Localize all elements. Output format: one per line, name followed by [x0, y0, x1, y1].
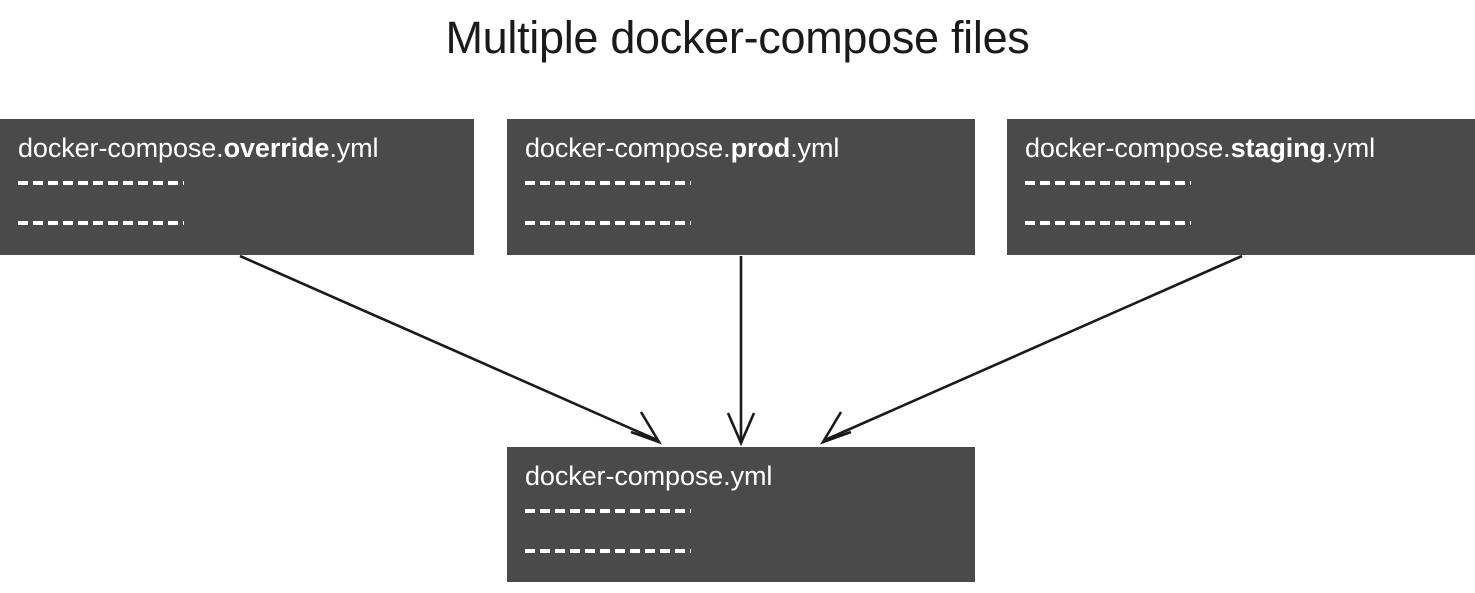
file-name-override: docker-compose.override.yml	[18, 133, 456, 165]
arrowhead-icon	[820, 411, 852, 445]
file-name-prefix: docker-compose.	[1025, 133, 1231, 163]
file-box-staging[interactable]: docker-compose.staging.yml	[1007, 119, 1475, 255]
file-box-override[interactable]: docker-compose.override.yml	[0, 119, 474, 255]
content-line-1	[525, 508, 691, 513]
file-name-prefix: docker-compose.yml	[525, 461, 773, 491]
file-name-emphasis: override	[223, 133, 330, 163]
file-name-base: docker-compose.yml	[525, 461, 957, 493]
arrow-prod-to-base	[726, 256, 756, 447]
arrowhead-icon	[630, 411, 662, 445]
file-name-staging: docker-compose.staging.yml	[1025, 133, 1457, 165]
arrow-override-to-base	[239, 254, 662, 445]
content-line-2	[525, 548, 691, 553]
file-name-emphasis: staging	[1230, 133, 1326, 163]
file-name-suffix: .yml	[329, 133, 379, 163]
file-name-emphasis: prod	[730, 133, 791, 163]
page-title: Multiple docker-compose files	[445, 12, 1030, 63]
file-box-base[interactable]: docker-compose.yml	[507, 447, 975, 582]
content-line-2	[18, 220, 184, 225]
content-line-2	[525, 220, 691, 225]
file-name-suffix: .yml	[790, 133, 840, 163]
content-line-1	[18, 180, 184, 185]
file-name-suffix: .yml	[1325, 133, 1375, 163]
file-box-prod[interactable]: docker-compose.prod.yml	[507, 119, 975, 255]
arrowhead-icon	[726, 412, 756, 447]
content-line-1	[525, 180, 691, 185]
file-name-prefix: docker-compose.	[18, 133, 224, 163]
content-line-1	[1025, 180, 1191, 185]
content-line-2	[1025, 220, 1191, 225]
file-name-prod: docker-compose.prod.yml	[525, 133, 957, 165]
arrow-staging-to-base	[820, 254, 1243, 445]
file-name-prefix: docker-compose.	[525, 133, 731, 163]
